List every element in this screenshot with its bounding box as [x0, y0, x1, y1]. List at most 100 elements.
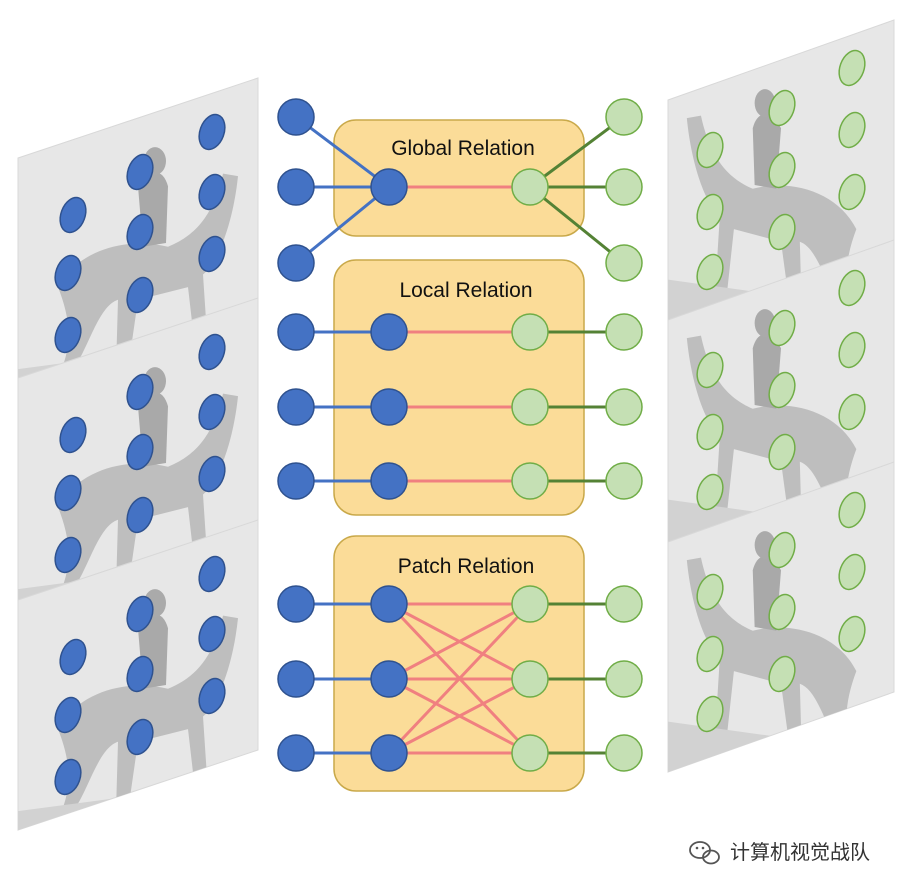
output-node [605, 462, 643, 500]
keypoint [696, 413, 724, 451]
keypoint [838, 491, 866, 529]
keypoint [768, 371, 796, 409]
patch-relation-title: Patch Relation [398, 555, 535, 578]
keypoint [838, 615, 866, 653]
green-edge [528, 115, 626, 189]
patch-source-node [370, 585, 408, 623]
keypoint [696, 573, 724, 611]
input-node [277, 734, 315, 772]
local-relation-title: Local Relation [399, 279, 532, 302]
local-target-node [511, 313, 549, 351]
keypoint [768, 213, 796, 251]
global-target-node [511, 168, 549, 206]
output-node [605, 388, 643, 426]
local-target-node [511, 388, 549, 426]
keypoint [126, 373, 154, 411]
output-node [605, 585, 643, 623]
keypoint [198, 615, 226, 653]
patch-source-node [370, 660, 408, 698]
keypoint [198, 333, 226, 371]
input-node [277, 98, 315, 136]
keypoint [838, 553, 866, 591]
keypoint [59, 196, 87, 234]
global-relation-title: Global Relation [391, 137, 535, 160]
output-node [605, 313, 643, 351]
keypoint [126, 153, 154, 191]
keypoint [198, 113, 226, 151]
keypoint [838, 173, 866, 211]
keypoint [768, 309, 796, 347]
keypoint [768, 655, 796, 693]
local-source-node [370, 388, 408, 426]
keypoint [198, 677, 226, 715]
blue-edge [294, 185, 391, 265]
relation-edge [387, 602, 532, 755]
keypoint [126, 655, 154, 693]
input-node [277, 585, 315, 623]
watermark-text: 计算机视觉战队 [730, 840, 870, 864]
keypoint [59, 638, 87, 676]
green-edge [528, 185, 626, 265]
keypoint [696, 131, 724, 169]
keypoint [696, 351, 724, 389]
keypoint [768, 89, 796, 127]
relation-edge [387, 602, 532, 681]
keypoint [54, 696, 82, 734]
local-target-node [511, 462, 549, 500]
keypoint [126, 496, 154, 534]
keypoint [59, 416, 87, 454]
keypoint [198, 455, 226, 493]
keypoint [696, 695, 724, 733]
keypoint [126, 433, 154, 471]
patch-source-node [370, 734, 408, 772]
keypoint [54, 536, 82, 574]
keypoint [768, 531, 796, 569]
output-node [605, 98, 643, 136]
output-node [605, 168, 643, 206]
global-source-node [370, 168, 408, 206]
left-photo [17, 297, 259, 609]
keypoint [126, 213, 154, 251]
keypoint [768, 433, 796, 471]
keypoint [838, 331, 866, 369]
output-node [605, 660, 643, 698]
keypoint [768, 593, 796, 631]
keypoint [838, 393, 866, 431]
keypoint [54, 316, 82, 354]
right-image-stack [667, 19, 895, 773]
output-node [605, 734, 643, 772]
keypoint [696, 635, 724, 673]
patch-target-node [511, 585, 549, 623]
patch-target-node [511, 660, 549, 698]
input-node [277, 313, 315, 351]
local-source-node [370, 462, 408, 500]
keypoint [696, 473, 724, 511]
input-node [277, 462, 315, 500]
input-node [277, 168, 315, 206]
left-image-stack [17, 77, 259, 831]
keypoint [768, 151, 796, 189]
keypoint [838, 111, 866, 149]
keypoint [126, 718, 154, 756]
keypoint [54, 474, 82, 512]
input-node [277, 660, 315, 698]
keypoint [54, 758, 82, 796]
global-relation-box: Global Relation [333, 119, 585, 237]
keypoint [198, 393, 226, 431]
keypoint [838, 49, 866, 87]
watermark: 计算机视觉战队 [689, 840, 870, 865]
keypoint [198, 173, 226, 211]
keypoint [696, 253, 724, 291]
input-node [277, 244, 315, 282]
keypoint [54, 254, 82, 292]
keypoint [126, 595, 154, 633]
keypoint [696, 193, 724, 231]
keypoint [126, 276, 154, 314]
keypoint [198, 235, 226, 273]
patch-target-node [511, 734, 549, 772]
input-node [277, 388, 315, 426]
blue-edge [294, 115, 391, 189]
wechat-icon [689, 841, 720, 865]
keypoint [198, 555, 226, 593]
